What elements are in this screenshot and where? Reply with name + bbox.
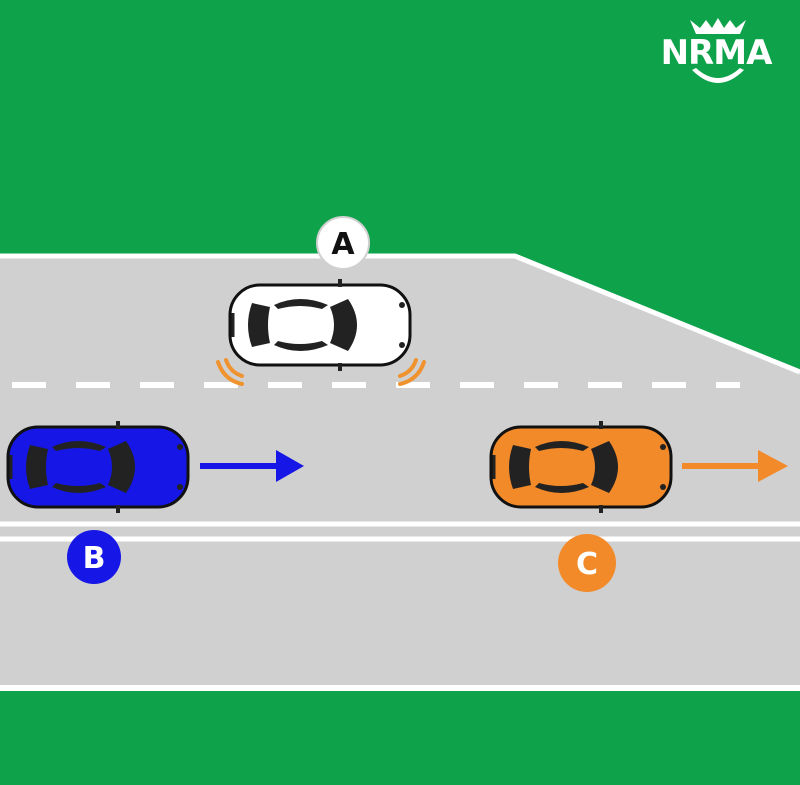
car-b <box>8 421 188 513</box>
label-c-text: C <box>576 547 598 582</box>
car-a <box>230 279 410 371</box>
label-a-text: A <box>331 227 355 262</box>
label-a-badge: A <box>317 217 369 269</box>
nrma-logo-text: NRMA <box>661 33 773 73</box>
label-b-text: B <box>83 541 106 576</box>
car-c <box>491 421 671 513</box>
label-c-badge: C <box>558 534 616 592</box>
label-b-badge: B <box>67 530 121 584</box>
